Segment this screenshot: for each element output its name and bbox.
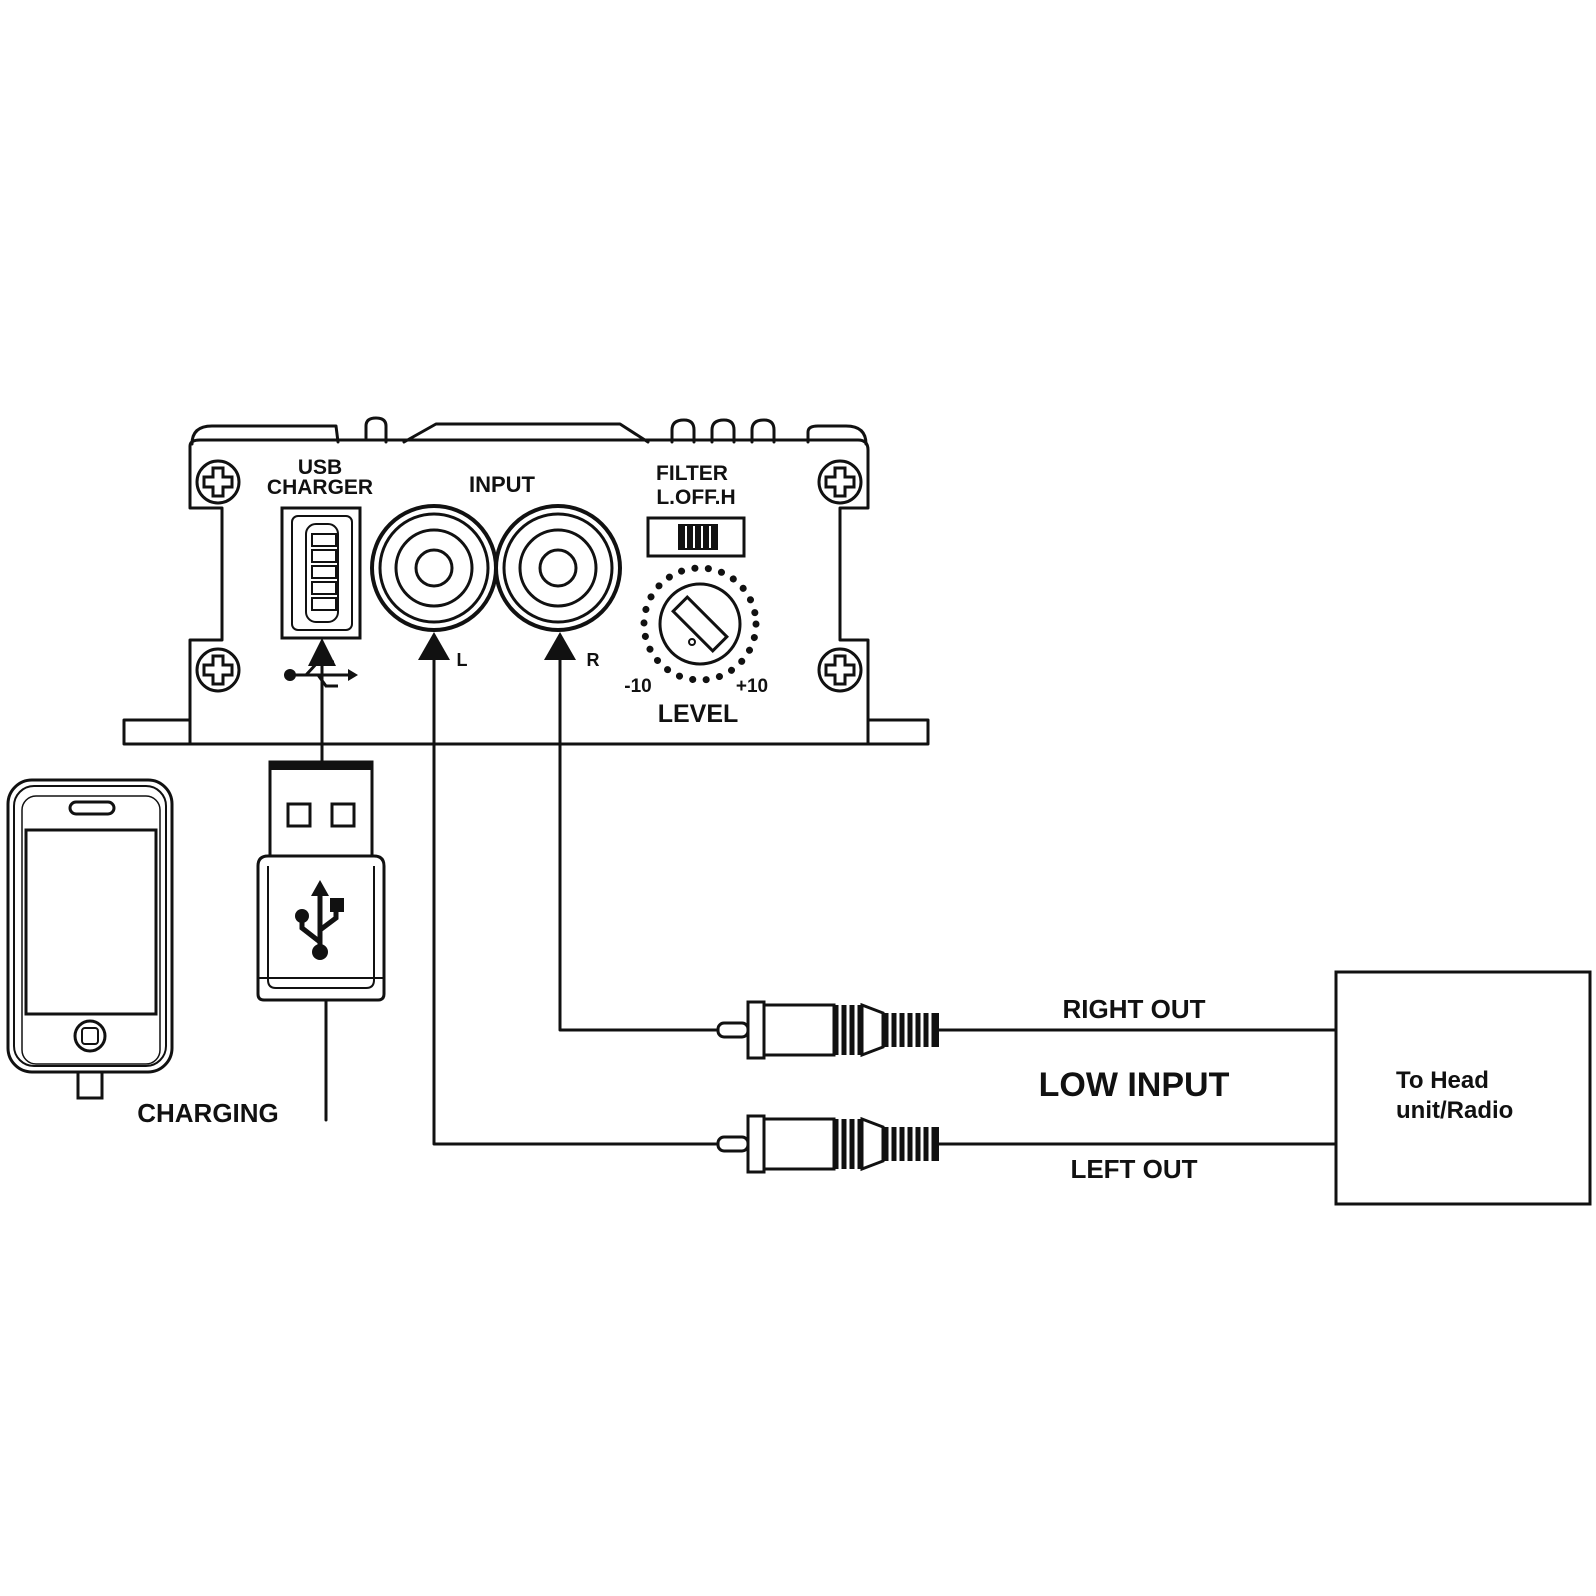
usb-label-line2: CHARGER [267,476,373,499]
usb-port[interactable] [280,506,362,640]
rca-plug-icon [716,1000,941,1060]
smartphone-icon [6,778,174,1100]
arrow-up-icon [308,638,336,666]
usb-cable [308,638,336,764]
screw-icon [817,647,863,693]
level-max-label: +10 [736,676,768,697]
screw-icon [817,459,863,505]
rca-jack-right[interactable] [494,504,622,632]
amplifier: USB CHARGER INPUT L R F [122,416,930,746]
left-cable [418,632,1338,1146]
left-out-label: LEFT OUT [1070,1154,1197,1184]
low-input-label: LOW INPUT [1039,1066,1230,1104]
level-min-label: -10 [624,676,651,697]
rca-jack-left[interactable] [370,504,498,632]
level-knob[interactable] [640,564,760,684]
head-unit-line2: unit/Radio [1396,1097,1513,1124]
rca-plug-icon [716,1114,941,1174]
right-out-label: RIGHT OUT [1063,994,1206,1024]
charging-label: CHARGING [137,1098,279,1128]
usb-trident-icon [295,880,344,960]
filter-label-line2: L.OFF.H [656,486,735,509]
screw-icon [195,459,241,505]
arrow-up-icon [418,632,450,660]
level-label: LEVEL [658,700,739,728]
filter-label-line1: FILTER [656,462,728,485]
usb-label-line1: USB [298,456,342,479]
jack-right-label: R [587,650,600,670]
arrow-up-icon [544,632,576,660]
filter-switch[interactable] [646,516,746,558]
screw-icon [195,647,241,693]
input-label: INPUT [469,472,536,497]
jack-left-label: L [457,650,468,670]
head-unit-line1: To Head [1396,1067,1489,1094]
usb-plug-icon [256,760,386,1002]
right-cable [544,632,1338,1032]
head-unit-box: To Head unit/Radio [1334,970,1592,1206]
